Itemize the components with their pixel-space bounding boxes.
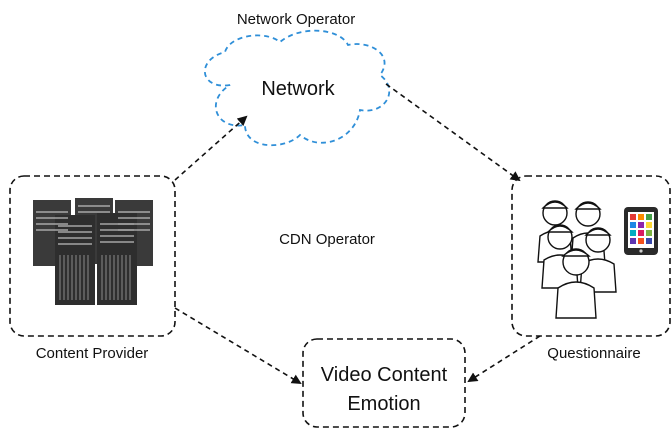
network-label: Network [261,78,335,100]
video-content-emotion-box [302,338,466,428]
video-content-label: Video Content [321,364,448,386]
content-provider-label: Content Provider [36,345,149,362]
questionnaire-node: Questionnaire [511,175,671,362]
server-rack-icon [33,198,153,305]
content-provider-box [9,175,176,337]
questionnaire-label: Questionnaire [547,345,640,362]
network-operator-label: Network Operator [237,11,355,28]
people-group-icon [537,200,617,319]
edge-network-to-questionnaire [385,83,521,182]
edge-content-provider-to-network [174,115,248,181]
tablet-icon [624,207,658,255]
questionnaire-box [511,175,671,337]
network-cloud: Network [204,29,391,147]
edge-content-provider-to-video [174,307,302,385]
emotion-label: Emotion [347,393,420,415]
cloud-outline [204,29,391,147]
edge-questionnaire-to-video [467,335,541,383]
cdn-operator-label: CDN Operator [279,231,375,248]
content-provider-node: Content Provider [9,175,176,362]
video-content-emotion-node: Video Content Emotion [302,338,466,428]
